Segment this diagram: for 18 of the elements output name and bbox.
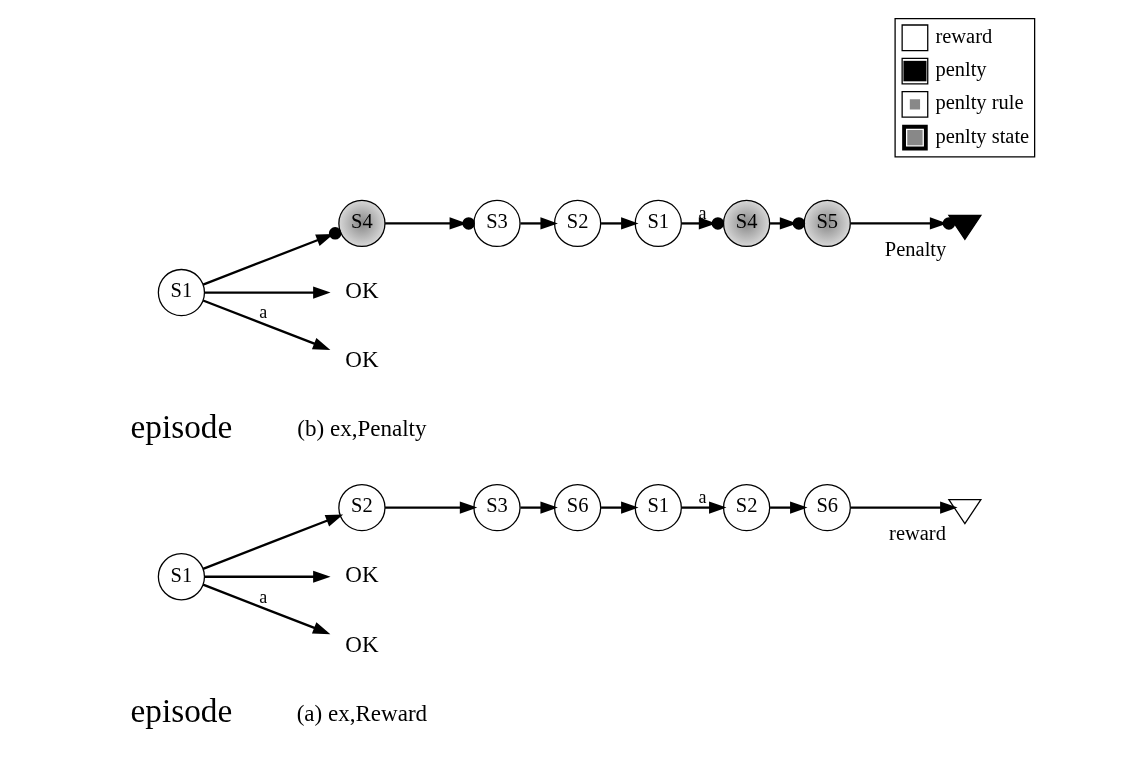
node-text: OK bbox=[344, 346, 379, 373]
edge-label: a bbox=[258, 302, 267, 323]
node-label: Penalty bbox=[884, 237, 946, 260]
legend-label: reward bbox=[934, 24, 992, 47]
legend-label: penlty bbox=[934, 57, 987, 80]
edge-label: a bbox=[258, 586, 267, 607]
label: (a) ex,Reward bbox=[296, 699, 427, 726]
node-text: OK bbox=[344, 630, 379, 657]
edge-label: a bbox=[697, 486, 706, 507]
node-text: OK bbox=[344, 277, 379, 304]
label: episode bbox=[130, 407, 232, 445]
legend-label: penlty state bbox=[934, 124, 1029, 147]
node-text: OK bbox=[344, 561, 379, 588]
label: episode bbox=[130, 691, 232, 729]
label: (b) ex,Penalty bbox=[296, 415, 427, 442]
edge-label: a bbox=[697, 202, 706, 223]
legend-label: penlty rule bbox=[934, 91, 1024, 114]
node-label: reward bbox=[888, 522, 946, 544]
